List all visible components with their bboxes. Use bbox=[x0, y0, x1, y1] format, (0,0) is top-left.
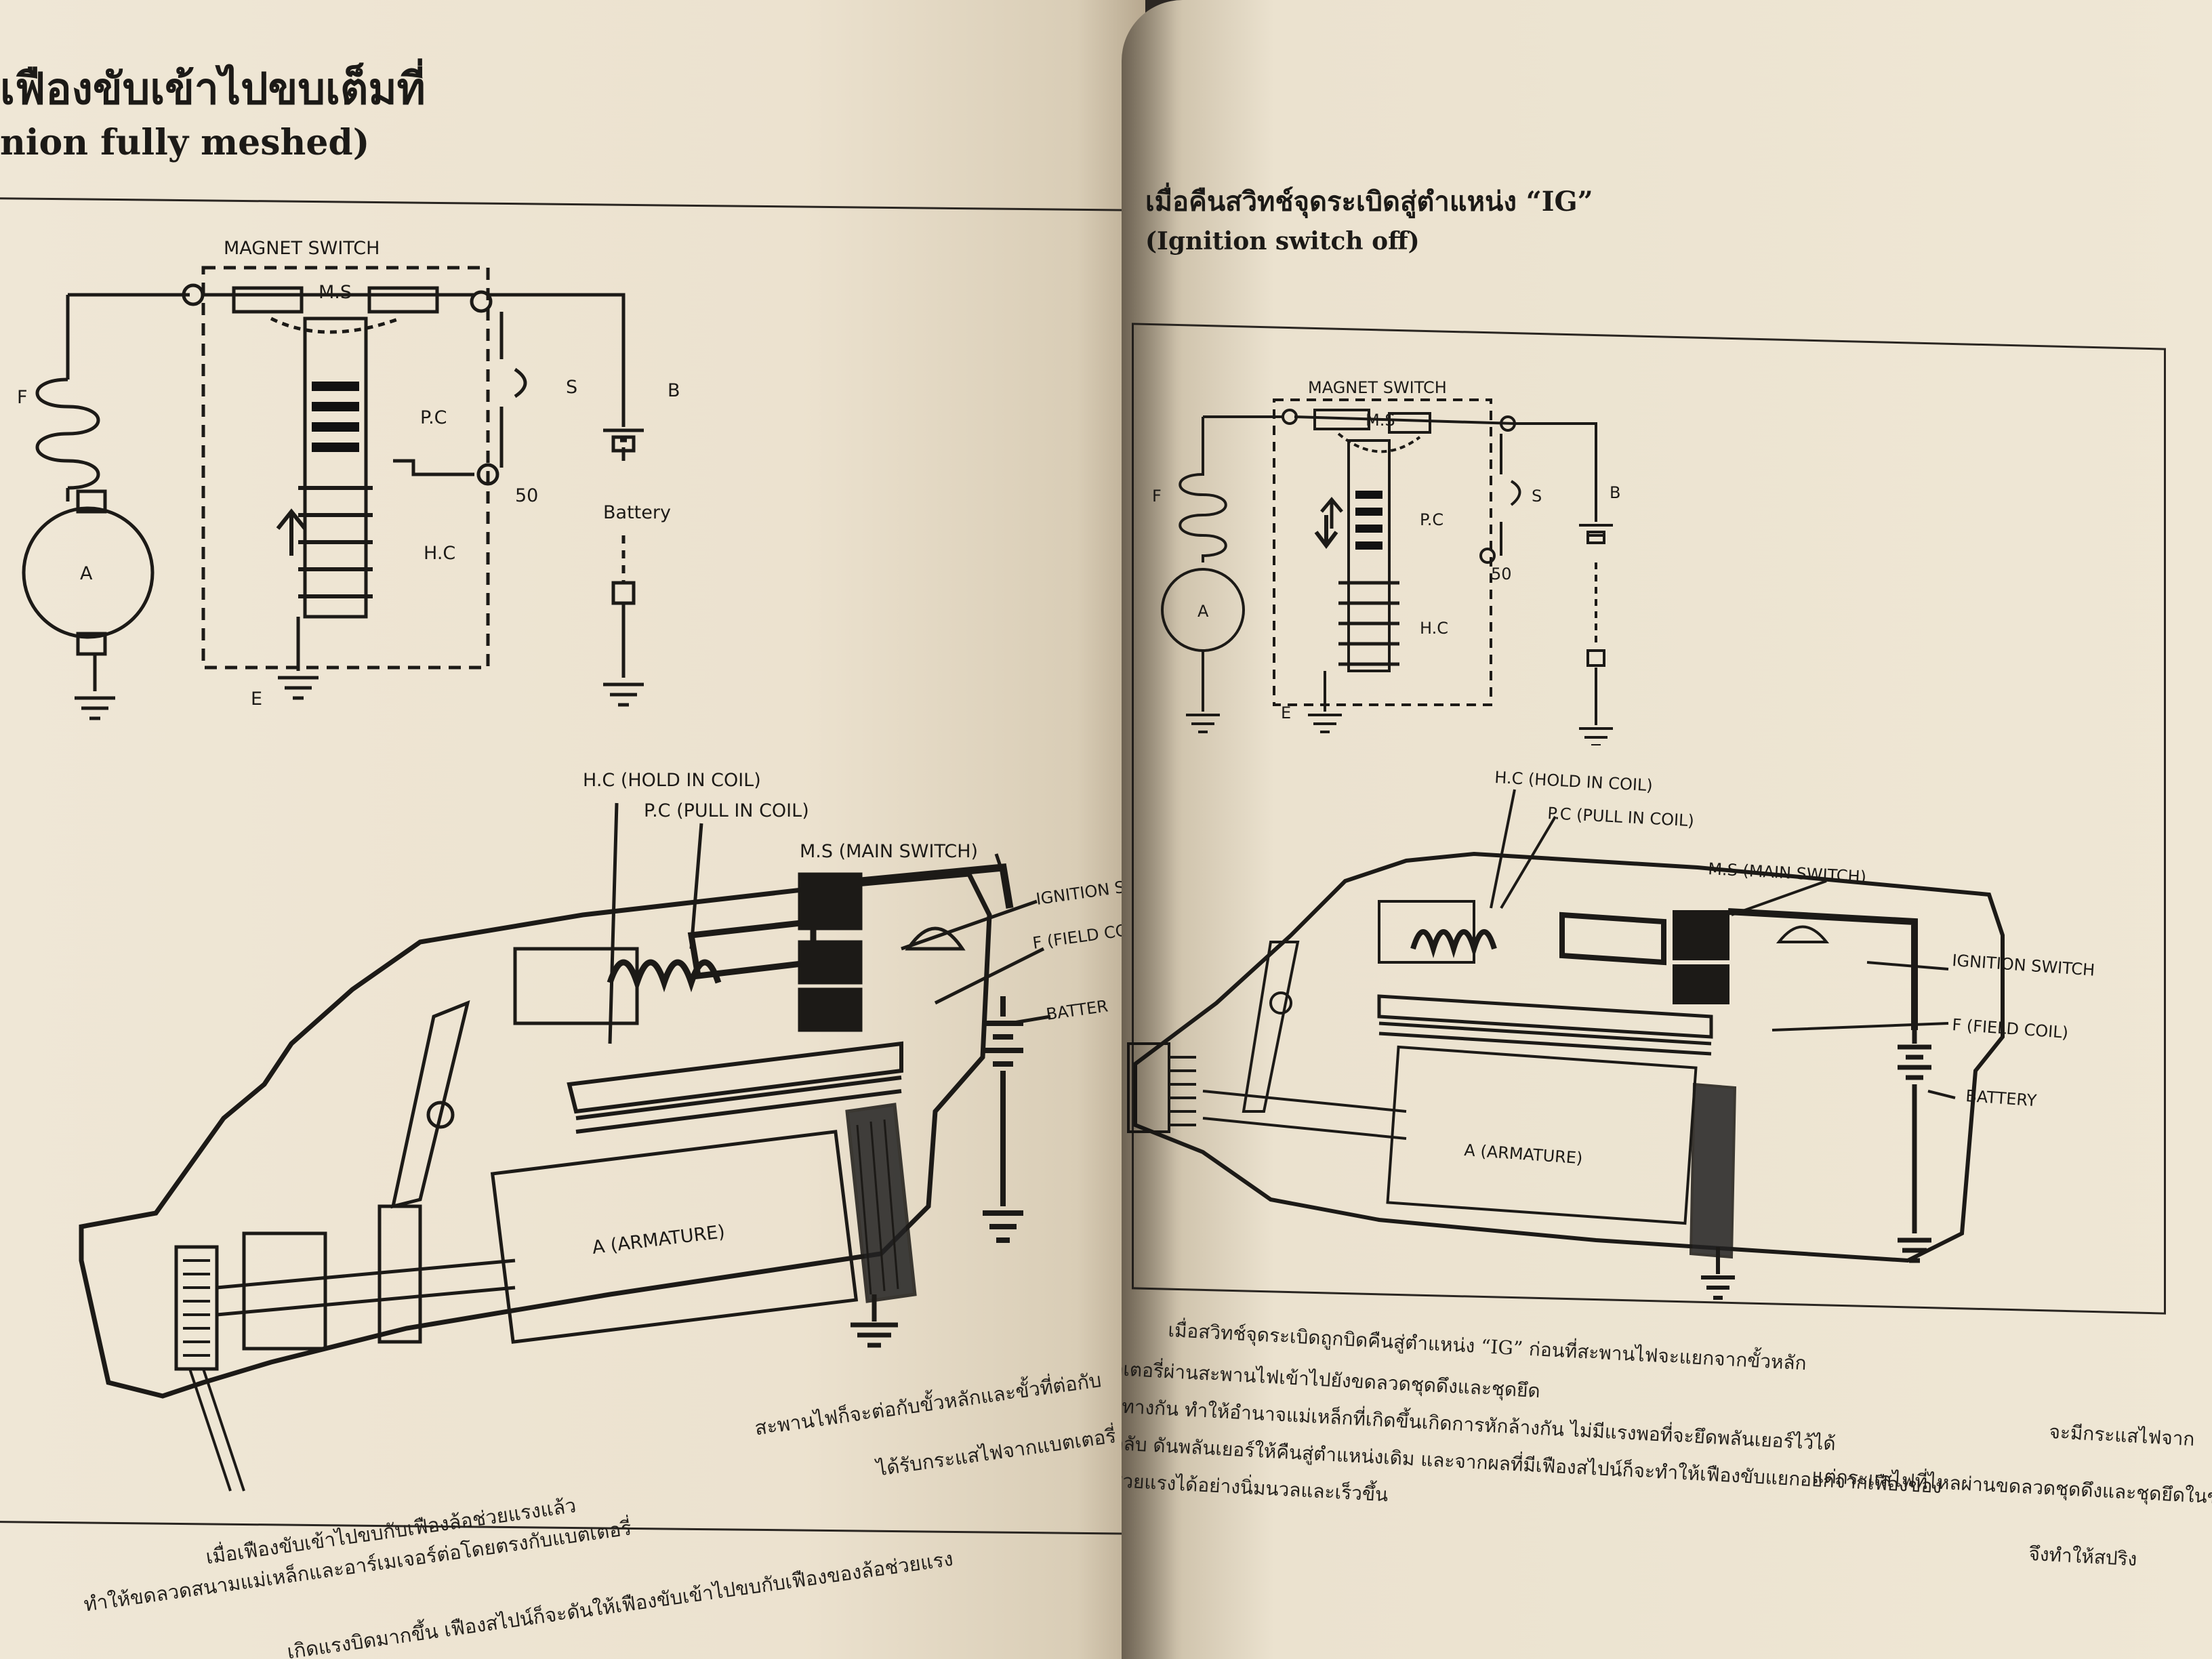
left-heading-thai: เฟืองขับเข้าไปขบเต็มที่ bbox=[0, 64, 426, 115]
right-paragraph-side-1: จะมีกระแสไฟจาก bbox=[2048, 1420, 2196, 1451]
right-circuit-diagram: MAGNET SWITCH M.S P.C H.C F A S B 50 E bbox=[1152, 378, 1620, 745]
right-page: เมื่อคืนสวิทช์จุดระเบิดสู่ตำแหน่ง “IG” (… bbox=[1122, 0, 2212, 1659]
left-page: เฟืองขับเข้าไปขบเต็มที่ nion fully meshe… bbox=[0, 0, 1145, 1659]
magnet-switch-box bbox=[1273, 398, 1492, 706]
left-label-battery: Battery bbox=[603, 502, 671, 523]
left-label-50: 50 bbox=[515, 485, 538, 506]
right-label-ms: M.S bbox=[1366, 411, 1395, 430]
left-heading-english: nion fully meshed) bbox=[0, 122, 370, 163]
left-label-s: S bbox=[566, 377, 577, 398]
left-label-f: F bbox=[17, 387, 28, 408]
left-label-b: B bbox=[668, 380, 680, 401]
page-gutter-shadow bbox=[1122, 0, 1183, 1659]
left-label-ms: M.S bbox=[319, 282, 352, 303]
right-label-magnet-switch: MAGNET SWITCH bbox=[1308, 378, 1447, 397]
right-label-b: B bbox=[1610, 483, 1620, 502]
right-heading-english: (Ignition switch off) bbox=[1145, 227, 1420, 255]
right-paragraph-side-3: จึงทำให้สปริง bbox=[2028, 1542, 2138, 1571]
right-label-f: F bbox=[1152, 487, 1162, 506]
left-label-a: A bbox=[80, 563, 93, 584]
right-label-e: E bbox=[1281, 703, 1291, 722]
right-paragraph-side-2: แต่กระแสไฟที่ไหลผ่านขดลวดชุดดึงและชุดยึด… bbox=[1811, 1464, 2212, 1511]
right-label-a: A bbox=[1197, 602, 1209, 621]
left-label-hc: H.C bbox=[424, 543, 455, 564]
left-label-magnet-switch: MAGNET SWITCH bbox=[224, 238, 380, 259]
right-label-pc: P.C bbox=[1420, 510, 1443, 529]
magnet-switch-box bbox=[201, 266, 490, 670]
armature-symbol bbox=[22, 506, 155, 639]
right-label-50: 50 bbox=[1491, 565, 1512, 583]
right-heading-thai: เมื่อคืนสวิทช์จุดระเบิดสู่ตำแหน่ง “IG” bbox=[1145, 186, 1593, 218]
left-circuit-diagram: MAGNET SWITCH M.S P.C H.C F A S B 50 Bat… bbox=[17, 238, 680, 720]
left-label-e: E bbox=[251, 689, 262, 710]
left-label-pc: P.C bbox=[420, 407, 447, 428]
right-label-hc: H.C bbox=[1420, 619, 1448, 638]
right-label-s: S bbox=[1532, 487, 1542, 506]
